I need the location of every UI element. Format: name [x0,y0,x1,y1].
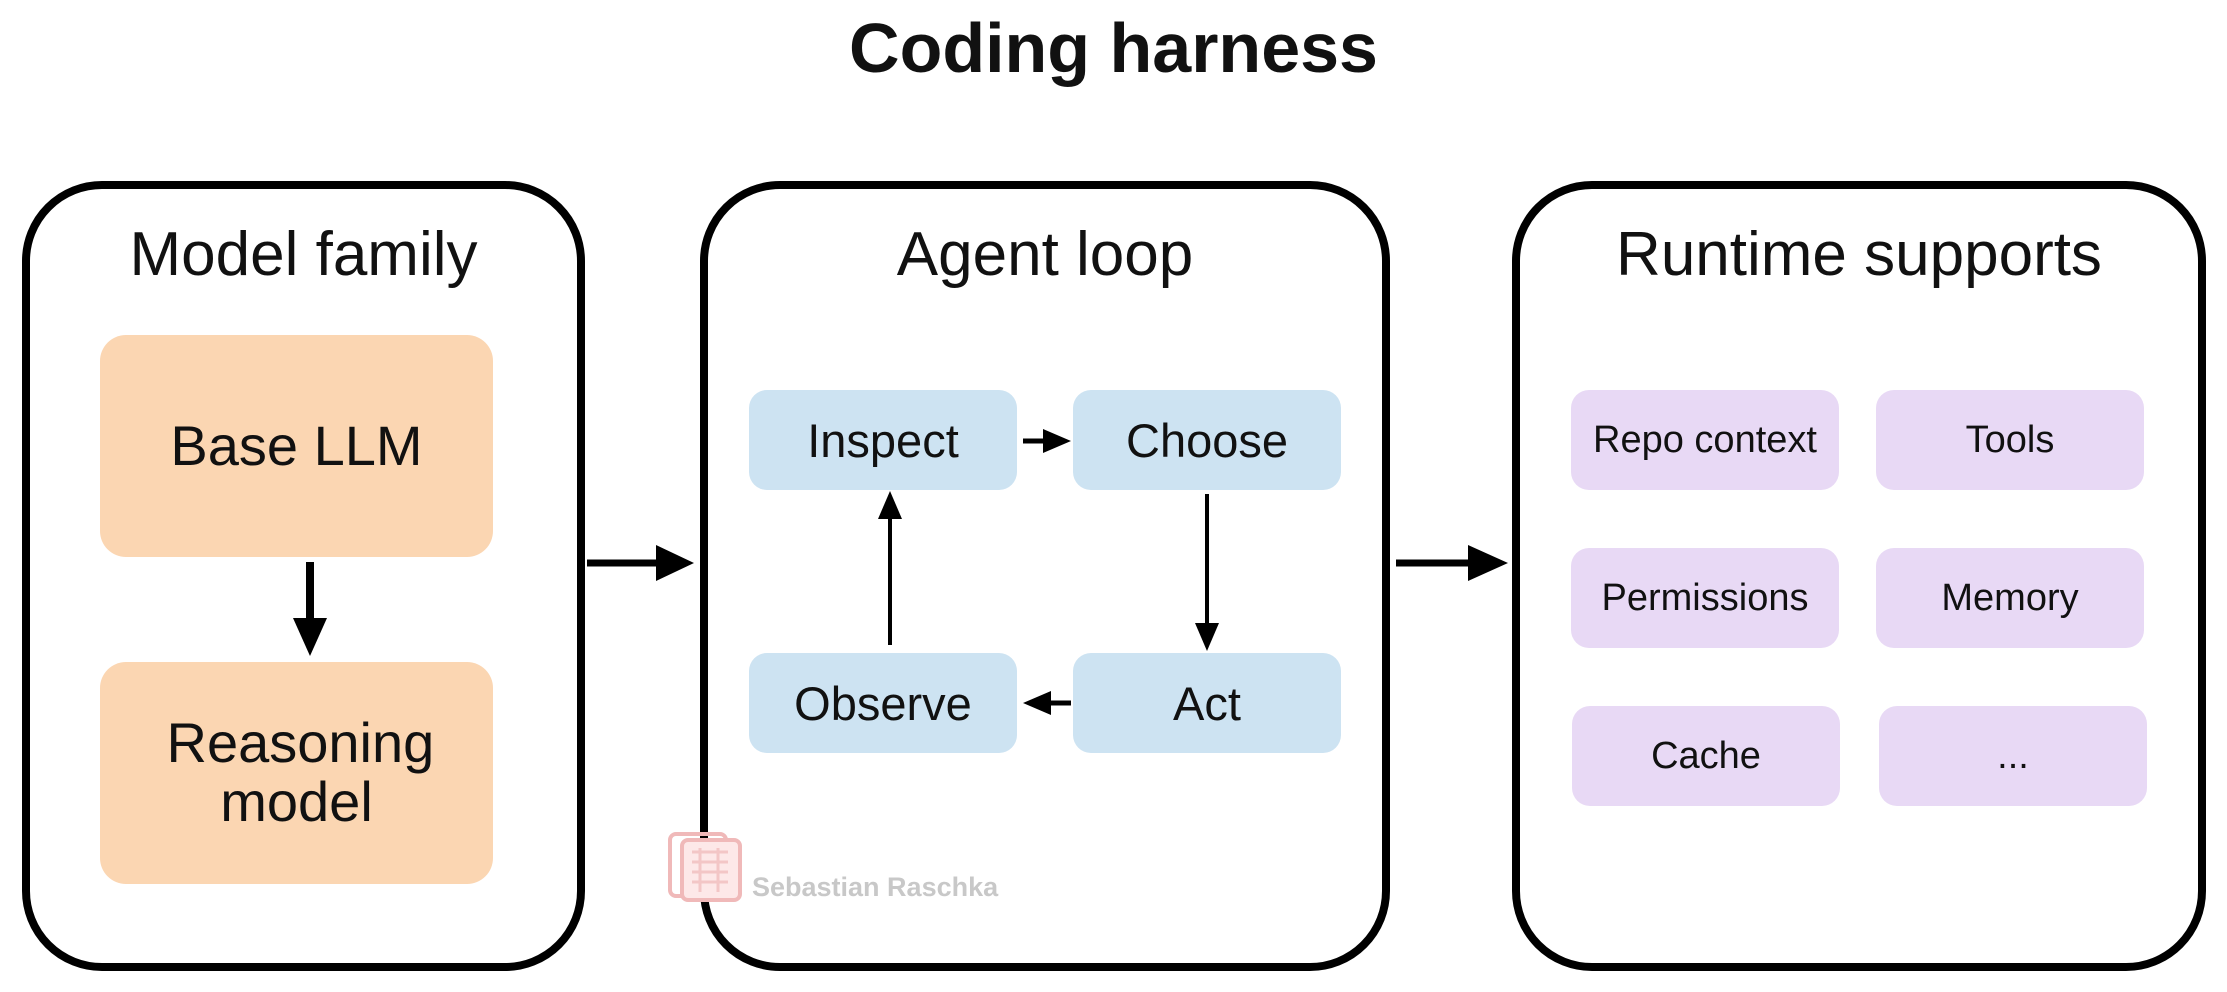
arrow-base-to-reasoning [293,562,327,656]
arrow-observe-to-inspect [878,491,902,645]
node-memory: Memory [1876,548,2144,648]
node-label: Inspect [807,413,959,467]
arrow-inspect-to-choose [1023,429,1071,453]
node-label: Repo context [1593,418,1817,461]
node-label: Tools [1965,418,2055,461]
node-choose: Choose [1073,390,1341,490]
seal-icon [668,831,742,902]
watermark: Sebastian Raschka [668,830,998,903]
node-label: Cache [1651,734,1761,777]
panel-title: Model family [129,220,478,289]
node-base-llm: Base LLM [100,335,493,557]
node-label: ... [1997,734,2029,777]
node-tools: Tools [1876,390,2144,490]
arrow-loop-to-runtime [1396,545,1508,581]
panel-title: Runtime supports [1616,220,2102,289]
node-label: Memory [1941,576,2079,619]
node-label: Observe [794,676,972,730]
diagram-title: Coding harness [849,9,1378,87]
node-label: Base LLM [170,413,423,477]
node-label: Reasoning model [166,711,435,833]
node-label: Choose [1126,413,1288,467]
node-reasoning-model: Reasoning model [100,662,493,884]
node-observe: Observe [749,653,1017,753]
node-cache: Cache [1572,706,1840,806]
arrow-choose-to-act [1195,494,1219,651]
arrow-act-to-observe [1023,691,1071,715]
panel-agent-loop: Agent loop [700,181,1390,971]
node-repo-context: Repo context [1571,390,1839,490]
node-act: Act [1073,653,1341,753]
node-inspect: Inspect [749,390,1017,490]
node-permissions: Permissions [1571,548,1839,648]
node-label: Act [1173,676,1241,730]
watermark-text: Sebastian Raschka [752,872,999,902]
arrow-model-to-loop [587,545,694,581]
node-ellipsis: ... [1879,706,2147,806]
panel-title: Agent loop [896,220,1194,289]
node-label: Permissions [1601,576,1809,619]
